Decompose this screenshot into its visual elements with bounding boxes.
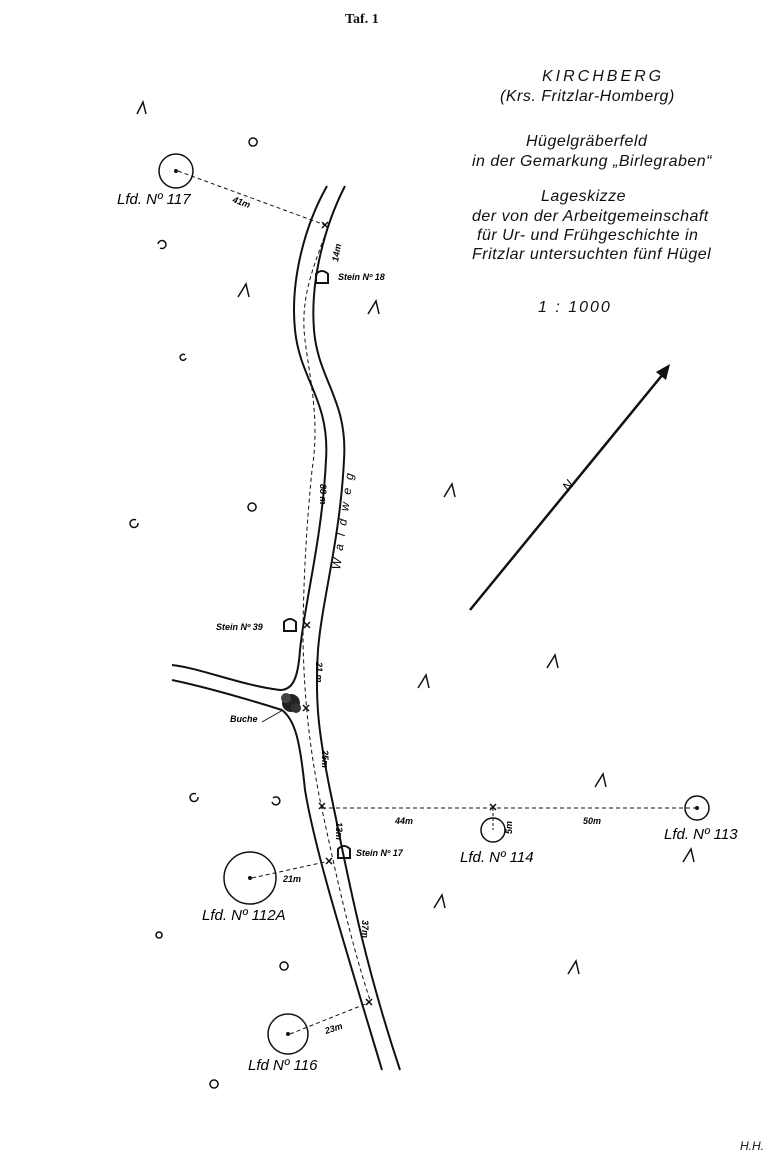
road-measuring-line: [302, 229, 371, 1001]
sketch-line-3: Fritzlar untersuchten fünf Hügel: [472, 246, 712, 263]
map-scale: 1 : 1000: [538, 299, 612, 316]
distance-50m: 50m: [583, 816, 601, 826]
distance-5m: 5m: [504, 821, 514, 834]
mound-114: Lfd. Nº 114 5m: [460, 808, 534, 866]
beech-tree: Buche: [230, 693, 301, 724]
forest-road: [171, 185, 401, 1071]
distance-21m-a: 21 m: [314, 661, 324, 683]
distance-25m: 25m: [320, 749, 330, 768]
field-title: Hügelgräberfeld: [526, 133, 648, 150]
north-label: N: [559, 477, 577, 494]
distance-23m: 23m: [323, 1021, 344, 1036]
mound-114-label: Lfd. Nº 114: [460, 849, 534, 866]
distance-41m: 41m: [230, 194, 251, 210]
distance-44m: 44m: [394, 816, 413, 826]
mound-116-label: Lfd Nº 116: [248, 1057, 318, 1074]
mound-116: Lfd Nº 116 23m: [248, 1002, 369, 1074]
stone-39: Stein Nº 39: [216, 618, 297, 632]
district-subtitle: (Krs. Fritzlar-Homberg): [500, 88, 675, 105]
author-initials: H.H.: [740, 1139, 764, 1153]
stone-17: Stein Nº 17: [337, 845, 404, 859]
distance-13m: 13m: [334, 822, 344, 840]
distance-88m: 88 m: [318, 484, 328, 505]
beech-tree-label: Buche: [230, 714, 258, 724]
mound-112A-label: Lfd. Nº 112A: [202, 907, 286, 924]
mound-117-label: Lfd. Nº 117: [117, 191, 191, 208]
distance-21m-b: 21m: [282, 874, 301, 884]
sketch-line-2: für Ur- und Frühgeschichte in: [477, 227, 699, 244]
stone-18-label: Stein Nº 18: [338, 272, 385, 282]
field-location: in der Gemarkung „Birlegraben“: [472, 153, 712, 170]
stone-39-label: Stein Nº 39: [216, 622, 263, 632]
plate-number: Taf. 1: [345, 12, 379, 27]
stone-17-label: Stein Nº 17: [356, 848, 404, 858]
north-arrow: N: [469, 364, 670, 611]
survey-marks: [302, 221, 497, 1006]
mound-117: Lfd. Nº 117 41m: [117, 153, 326, 226]
distance-37m: 37m: [360, 920, 370, 938]
sketch-title: Lageskizze: [541, 188, 627, 205]
mound-113: Lfd. Nº 113: [664, 795, 738, 843]
stone-18: Stein Nº 18: [315, 270, 385, 284]
road-name: Waldweg: [329, 464, 357, 570]
distance-14m: 14m: [330, 243, 343, 262]
sketch-line-1: der von der Arbeitgemeinschaft: [472, 208, 709, 225]
mound-113-label: Lfd. Nº 113: [664, 826, 738, 843]
mound-112A: Lfd. Nº 112A 21m: [202, 851, 326, 924]
place-title: KIRCHBERG: [542, 68, 665, 85]
terrain-symbols: [129, 99, 695, 1089]
